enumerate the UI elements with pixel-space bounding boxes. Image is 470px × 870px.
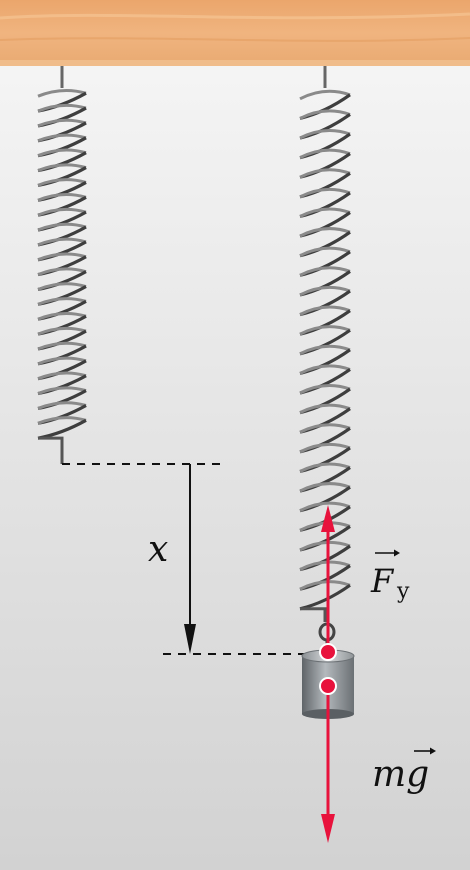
gravity-force-label: mg xyxy=(372,747,436,795)
spring-force-arrow xyxy=(319,505,337,661)
ceiling-beam xyxy=(0,0,470,66)
extension-guides xyxy=(62,463,305,655)
stretched-spring xyxy=(299,66,351,622)
gravity-force-text: mg xyxy=(372,754,429,795)
spring-force-label: F y xyxy=(370,549,410,604)
extension-label: x xyxy=(148,529,168,570)
gravity-force-arrow xyxy=(319,677,337,843)
extension-arrow-head xyxy=(184,624,196,654)
unstretched-spring xyxy=(37,66,87,464)
vector-arrow-icon xyxy=(414,747,436,755)
spring-force-letter: F xyxy=(370,562,395,600)
vector-arrow-icon xyxy=(375,549,400,557)
spring-force-subscript: y xyxy=(396,579,410,604)
